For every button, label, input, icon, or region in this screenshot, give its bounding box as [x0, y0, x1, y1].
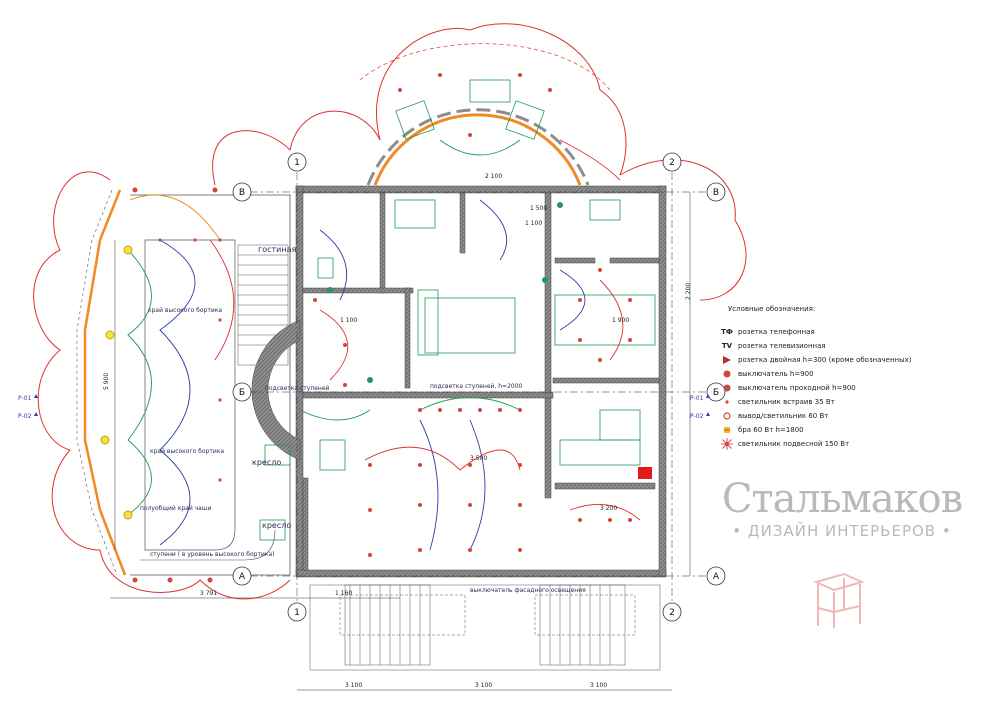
- pendant-light-icon: [720, 438, 734, 450]
- legend-item-tv: TV розетка телевизионная: [721, 342, 826, 350]
- sconce-icon: [720, 426, 734, 434]
- switch-icon: [720, 370, 734, 378]
- axis-label-b-right: Б: [713, 388, 719, 398]
- side-mark-left-2: Р-02: [18, 413, 32, 420]
- axis-label-1-bottom: 1: [294, 608, 300, 618]
- side-mark-right-2: Р-02: [690, 413, 704, 420]
- side-mark-right-1: Р-01: [690, 395, 704, 402]
- dim-mid-4: 1 900: [612, 317, 629, 324]
- axis-label-a-right: А: [713, 572, 720, 582]
- dim-mid-1: 1 100: [340, 317, 357, 324]
- legend-item-double-socket: розетка двойная h=300 (кроме обозначенны…: [720, 353, 970, 367]
- note-step-light: подсветка ступеней: [265, 385, 330, 392]
- dim-right: 2 200: [685, 283, 692, 300]
- axis-label-b-left: Б: [239, 388, 245, 398]
- legend-title: Условные обозначения:: [728, 305, 816, 313]
- dim-bottom-1: 3 100: [345, 682, 362, 689]
- walls: [251, 185, 667, 578]
- note-terrace-1: край высокого бортика: [148, 307, 222, 314]
- legend-item-sconce: бра 60 Вт h=1800: [720, 423, 970, 437]
- legend-item-switch: выключатель h=900: [720, 367, 970, 381]
- armchair-label-2: кресло: [262, 521, 291, 530]
- wiring: [127, 139, 641, 551]
- pass-switch-icon: [720, 384, 734, 392]
- dim-bottom-3: 3 100: [590, 682, 607, 689]
- dim-bottom-2: 3 100: [475, 682, 492, 689]
- axis-label-2-top: 2: [669, 158, 675, 168]
- dim-top-1: 2 100: [485, 173, 502, 180]
- dim-porch-offset: 1 160: [335, 590, 352, 597]
- phone-socket-icon: ТФ: [721, 328, 733, 336]
- brand-subtitle: • ДИЗАЙН ИНТЕРЬЕРОВ •: [732, 522, 952, 540]
- tv-socket-icon: TV: [721, 342, 733, 350]
- dim-terrace-width: 3 791: [200, 590, 217, 597]
- dim-mid-2: 3 500: [470, 455, 487, 462]
- note-corridor: подсветка ступеней, h=2000: [430, 383, 523, 390]
- stool-logo-icon: [813, 572, 865, 628]
- legend-item-pass-switch: выключатель проходной h=900: [720, 381, 970, 395]
- dim-top-2: 1 500: [530, 205, 547, 212]
- axis-label-a-left: А: [239, 572, 246, 582]
- brand-name: Стальмаков: [721, 476, 963, 522]
- axis-lines: [250, 172, 710, 602]
- bay-semicircle: [373, 113, 582, 186]
- note-facade-switch: выключатель фасадного освещения: [470, 587, 586, 594]
- furniture: [259, 79, 656, 541]
- dim-top-3: 1 100: [525, 220, 542, 227]
- dim-mid-3: 3 200: [600, 505, 617, 512]
- dimension-lines: [110, 192, 691, 691]
- side-mark-left-1: Р-01: [18, 395, 32, 402]
- axis-label-v-right: В: [713, 188, 719, 198]
- brand-watermark: Стальмаков • ДИЗАЙН ИНТЕРЬЕРОВ •: [712, 476, 972, 540]
- room-label-living: гостиная: [258, 245, 296, 254]
- porch-stairs: [309, 584, 661, 671]
- axis-label-2-bottom: 2: [669, 608, 675, 618]
- armchair-label-1: кресло: [252, 458, 281, 467]
- legend-item-pendant: светильник подвесной 150 Вт: [720, 437, 970, 451]
- legend-item-outlet-light: вывод/светильник 60 Вт: [720, 409, 970, 423]
- double-socket-icon: [720, 356, 734, 364]
- legend-item-recessed-light: светильник встраив 35 Вт: [720, 395, 970, 409]
- legend-item-phone: ТФ розетка телефонная: [721, 328, 815, 336]
- dim-terrace-height: 5 900: [103, 373, 110, 390]
- note-terrace-4: ступени ( в уровень высокого бортика): [150, 551, 275, 558]
- axis-label-v-left: В: [239, 188, 245, 198]
- note-terrace-3: полуобщий край чаши: [140, 505, 211, 512]
- legend: Условные обозначения: ТФ розетка телефон…: [720, 305, 970, 451]
- outer-contour: [33, 23, 747, 600]
- outlet-light-icon: [720, 412, 734, 420]
- recessed-light-icon: [720, 398, 734, 406]
- axis-label-1-top: 1: [294, 158, 300, 168]
- note-terrace-2: край высокого бортика: [150, 448, 224, 455]
- axis-bubbles: [232, 152, 726, 622]
- terrace: [76, 189, 291, 576]
